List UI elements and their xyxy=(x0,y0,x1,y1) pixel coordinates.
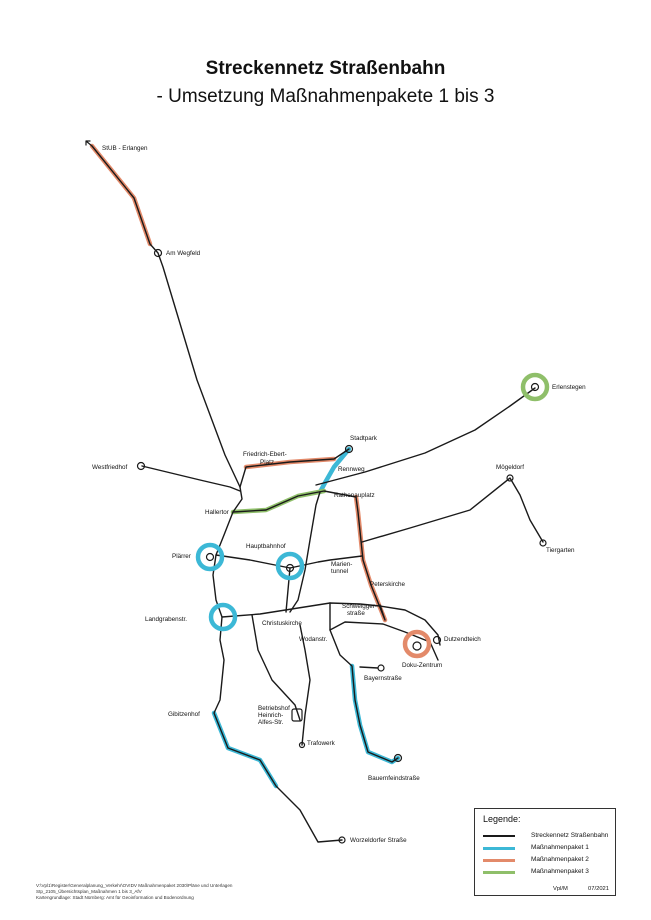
loop-plaerrer xyxy=(205,552,215,562)
paket2-ring-doku-zentrum xyxy=(402,629,432,659)
line-trafowerk xyxy=(299,624,311,746)
line-tiergarten xyxy=(361,477,544,543)
label-marientunnel-2: tunnel xyxy=(331,568,348,575)
source-line-2: Stp_2105_Übersichtsplan_Maßnahmen 1 bis … xyxy=(36,889,142,894)
label-stub: StUB - Erlangen xyxy=(102,145,148,152)
legend-box: Legende: Streckennetz Straßenbahn Maßnah… xyxy=(474,808,616,896)
depot-betriebshof xyxy=(291,708,303,722)
paket1-ring-hauptbahnhof xyxy=(275,551,305,581)
paket3-ring-erlenstegen xyxy=(520,372,550,402)
terminal-loops xyxy=(136,248,547,844)
line-hbf-south xyxy=(285,567,291,613)
label-betriebshof-1: Betriebshof xyxy=(258,705,290,712)
line-rennweg-hbf xyxy=(289,491,321,613)
loop-moegeldorf xyxy=(506,474,514,482)
label-hallertor: Hallertor xyxy=(205,509,229,516)
loop-tiergarten xyxy=(539,539,547,547)
network-lines xyxy=(91,145,544,843)
paket2-lines xyxy=(89,143,388,623)
legend-author: Vpl/M xyxy=(553,886,568,892)
label-am-wegfeld: Am Wegfeld xyxy=(166,250,201,257)
legend-label-paket3: Maßnahmenpaket 3 xyxy=(531,868,589,875)
legend-swatch-network xyxy=(483,835,515,837)
loop-doku-zentrum xyxy=(412,641,422,651)
label-wodanstr: Wodanstr. xyxy=(299,636,327,643)
line-christuskirche-south xyxy=(251,614,301,721)
label-erlenstegen: Erlenstegen xyxy=(552,384,586,391)
label-betriebshof-2: Heinrich- xyxy=(258,712,283,719)
loop-erlenstegen xyxy=(530,382,540,392)
legend-label-paket1: Maßnahmenpaket 1 xyxy=(531,844,589,851)
paket1-ring-plaerrer xyxy=(195,542,225,572)
label-worzeldorfer: Worzeldorfer Straße xyxy=(350,837,407,844)
stop-labels: StUB - Erlangen Am Wegfeld Erlenstegen S… xyxy=(92,145,586,844)
paket2-stub-segment xyxy=(89,143,153,247)
legend-date: 07/2021 xyxy=(588,886,609,892)
legend-row-paket2: Maßnahmenpaket 2 xyxy=(483,856,613,864)
source-line-3: Kartengrundlage: Stadt Nürnberg: Amt für… xyxy=(36,895,194,900)
source-note: V:\Vpl1\Register\Generalplanung_Verkehr\… xyxy=(36,883,232,901)
label-friedrich-ebert-2: Platz xyxy=(260,459,274,466)
legend-label-network: Streckennetz Straßenbahn xyxy=(531,832,609,839)
map-title: Streckennetz Straßenbahn xyxy=(205,58,446,79)
stub-arrow xyxy=(85,140,93,147)
label-doku-zentrum: Doku-Zentrum xyxy=(402,662,442,669)
label-marientunnel-1: Marien- xyxy=(331,561,352,568)
label-landgrabenstr: Landgrabenstr. xyxy=(145,616,187,623)
map-subtitle: - Umsetzung Maßnahmenpakete 1 bis 3 xyxy=(156,86,495,107)
label-gibitzenhof: Gibitzenhof xyxy=(168,711,200,718)
label-schweigger-2: straße xyxy=(347,610,365,617)
loop-bayernstrasse xyxy=(377,664,385,672)
legend-row-paket1: Maßnahmenpaket 1 xyxy=(483,844,613,852)
legend-row-network: Streckennetz Straßenbahn xyxy=(483,832,613,840)
legend-swatch-paket1 xyxy=(483,847,515,850)
loop-stadtpark xyxy=(344,444,354,454)
loop-westfriedhof xyxy=(136,461,146,471)
line-bayernstrasse xyxy=(329,629,399,763)
label-moegeldorf: Mögeldorf xyxy=(496,464,524,471)
line-rathenau-peterskirche xyxy=(355,496,386,621)
line-friedrich-ebert xyxy=(239,448,350,488)
line-westfriedhof xyxy=(141,465,241,492)
legend-swatch-paket3 xyxy=(483,871,515,874)
line-hallertor-rathenau xyxy=(232,490,357,513)
legend-row-paket3: Maßnahmenpaket 3 xyxy=(483,868,613,876)
paket1-ring-landgraben xyxy=(208,602,238,632)
label-bayernstrasse: Bayernstraße xyxy=(364,675,402,682)
line-to-bayern-stop xyxy=(359,666,379,669)
label-bauernfeindstrasse: Bauernfeindstraße xyxy=(368,775,420,782)
legend-swatch-paket2 xyxy=(483,859,515,862)
loop-hauptbahnhof xyxy=(285,563,295,573)
label-tiergarten: Tiergarten xyxy=(546,547,575,554)
line-erlenstegen xyxy=(315,387,536,486)
label-westfriedhof: Westfriedhof xyxy=(92,464,127,471)
paket1-stadtpark-segment xyxy=(317,446,352,495)
label-betriebshof-3: Alfes-Str. xyxy=(258,719,284,726)
label-peterskirche: Peterskirche xyxy=(370,581,405,588)
label-christuskirche: Christuskirche xyxy=(262,620,302,627)
label-rathenauplatz: Rathenauplatz xyxy=(334,492,375,499)
paket2-peterskirche-segment xyxy=(353,494,388,623)
label-stadtpark: Stadtpark xyxy=(350,435,378,442)
line-dutzendteich xyxy=(379,605,441,646)
legend-title: Legende: xyxy=(483,814,521,824)
label-plaerrer: Plärrer xyxy=(172,553,191,560)
label-dutzendteich: Dutzendteich xyxy=(444,636,481,643)
label-hauptbahnhof: Hauptbahnhof xyxy=(246,543,286,550)
legend-label-paket2: Maßnahmenpaket 2 xyxy=(531,856,589,863)
label-schweigger-1: Schweigger- xyxy=(342,603,377,610)
label-rennweg: Rennweg xyxy=(338,466,365,473)
loop-dutzendteich xyxy=(432,635,442,645)
line-stub-plaerrer xyxy=(91,145,343,843)
label-trafowerk: Trafowerk xyxy=(307,740,336,747)
loop-am-wegfeld xyxy=(153,248,163,258)
loop-bauernfeindstrasse xyxy=(393,753,403,763)
loop-trafowerk xyxy=(298,741,306,749)
loop-worzeldorfer xyxy=(338,836,346,844)
source-line-1: V:\Vpl1\Register\Generalplanung_Verkehr\… xyxy=(36,883,233,888)
label-friedrich-ebert-1: Friedrich-Ebert- xyxy=(243,451,287,458)
